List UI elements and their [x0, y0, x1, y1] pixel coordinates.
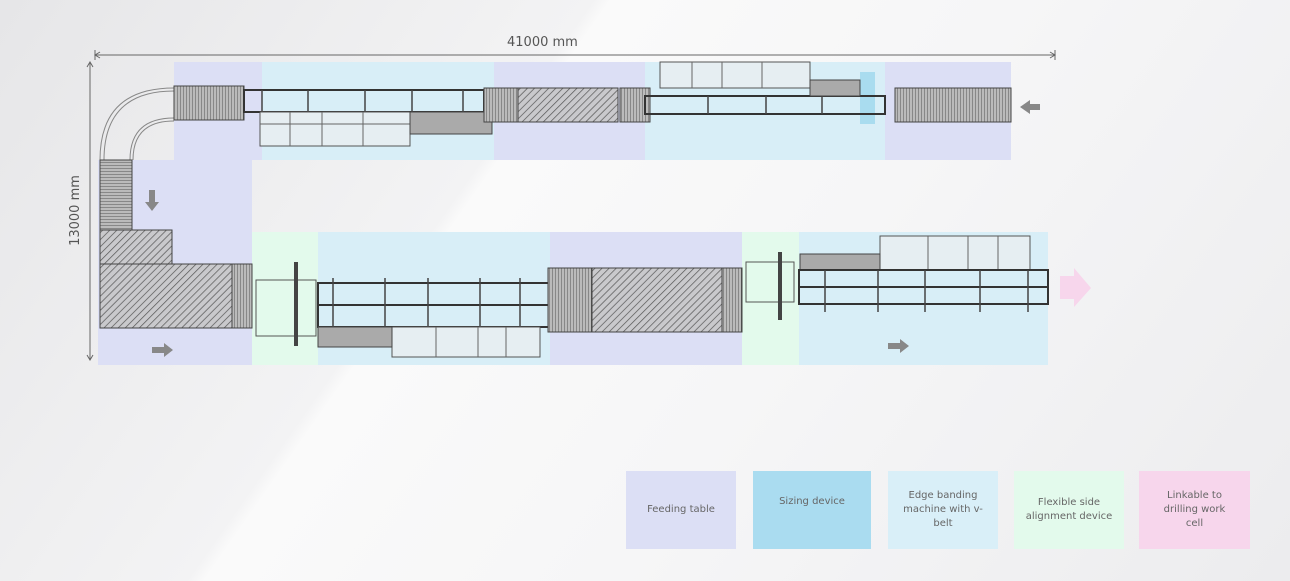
- legend-label: Edge banding machine with v-belt: [903, 490, 983, 529]
- zone-sizing-device: [860, 72, 875, 124]
- legend-edge-banding: Edge banding machine with v-belt: [888, 471, 998, 549]
- zone-flexible-alignment: [252, 232, 318, 365]
- legend-feeding-table: Feeding table: [626, 471, 736, 549]
- dimension-height: [86, 61, 94, 361]
- legend-label: Sizing device: [779, 496, 845, 507]
- zone-flexible-alignment: [742, 232, 799, 365]
- curve-conveyor: [99, 87, 175, 161]
- arrow-down-icon: [145, 190, 159, 211]
- legend-label: Flexible side alignment device: [1025, 497, 1113, 522]
- arrow-left-icon: [1020, 100, 1040, 114]
- legend-flexible-alignment: Flexible side alignment device: [1014, 471, 1124, 549]
- arrow-right-icon: [152, 343, 173, 357]
- width-dimension-label: 41000 mm: [507, 35, 578, 50]
- legend-sizing-device: Sizing device: [753, 471, 871, 549]
- arrow-right-icon: [888, 339, 909, 353]
- dimension-width: [94, 50, 1056, 60]
- arrow-to-drilling-cell-icon: [1060, 268, 1091, 307]
- legend-label: Linkable to drilling work cell: [1163, 490, 1226, 529]
- height-dimension-label: 13000 mm: [67, 175, 83, 246]
- legend-drilling-cell: Linkable to drilling work cell: [1139, 471, 1250, 549]
- legend-label: Feeding table: [647, 504, 715, 515]
